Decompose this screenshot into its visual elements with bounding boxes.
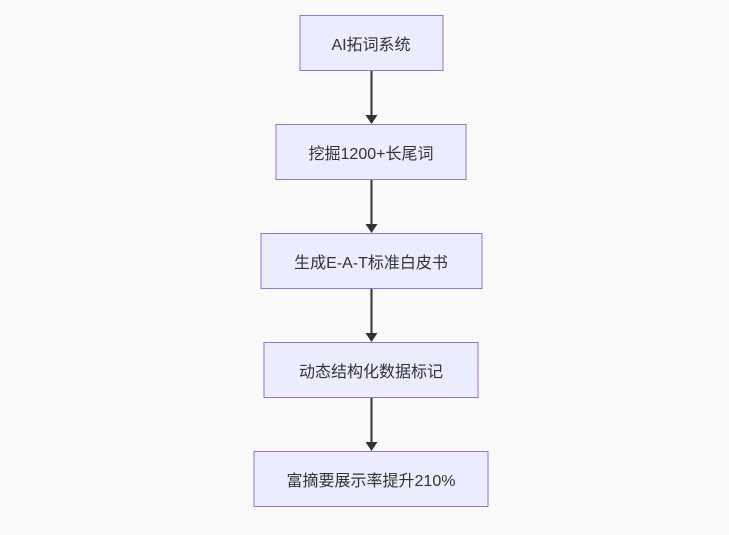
arrow-connector <box>365 289 377 342</box>
flow-node-structured-data-markup: 动态结构化数据标记 <box>263 342 479 398</box>
flow-node-label: 生成E-A-T标准白皮书 <box>294 255 448 272</box>
flow-node-label: 挖掘1200+长尾词 <box>308 146 434 163</box>
arrow-down-icon <box>365 442 377 451</box>
arrow-line <box>370 289 372 333</box>
arrow-down-icon <box>365 224 377 233</box>
arrow-down-icon <box>365 115 377 124</box>
flow-node-ai-keyword-system: AI拓词系统 <box>299 15 443 71</box>
flow-node-longtail-mining: 挖掘1200+长尾词 <box>275 124 467 180</box>
arrow-connector <box>365 398 377 451</box>
arrow-line <box>370 180 372 224</box>
flow-node-eat-whitepaper: 生成E-A-T标准白皮书 <box>260 233 482 289</box>
flow-node-label: AI拓词系统 <box>331 37 411 54</box>
flowchart: AI拓词系统 挖掘1200+长尾词 生成E-A-T标准白皮书 动态结构化数据标记 <box>253 15 489 507</box>
flow-node-label: 动态结构化数据标记 <box>298 364 443 381</box>
arrow-line <box>370 71 372 115</box>
flow-node-label: 富摘要展示率提升210% <box>286 473 456 490</box>
arrow-connector <box>365 71 377 124</box>
arrow-line <box>370 398 372 442</box>
arrow-down-icon <box>365 333 377 342</box>
arrow-connector <box>365 180 377 233</box>
flow-node-rich-snippet-result: 富摘要展示率提升210% <box>253 451 489 507</box>
